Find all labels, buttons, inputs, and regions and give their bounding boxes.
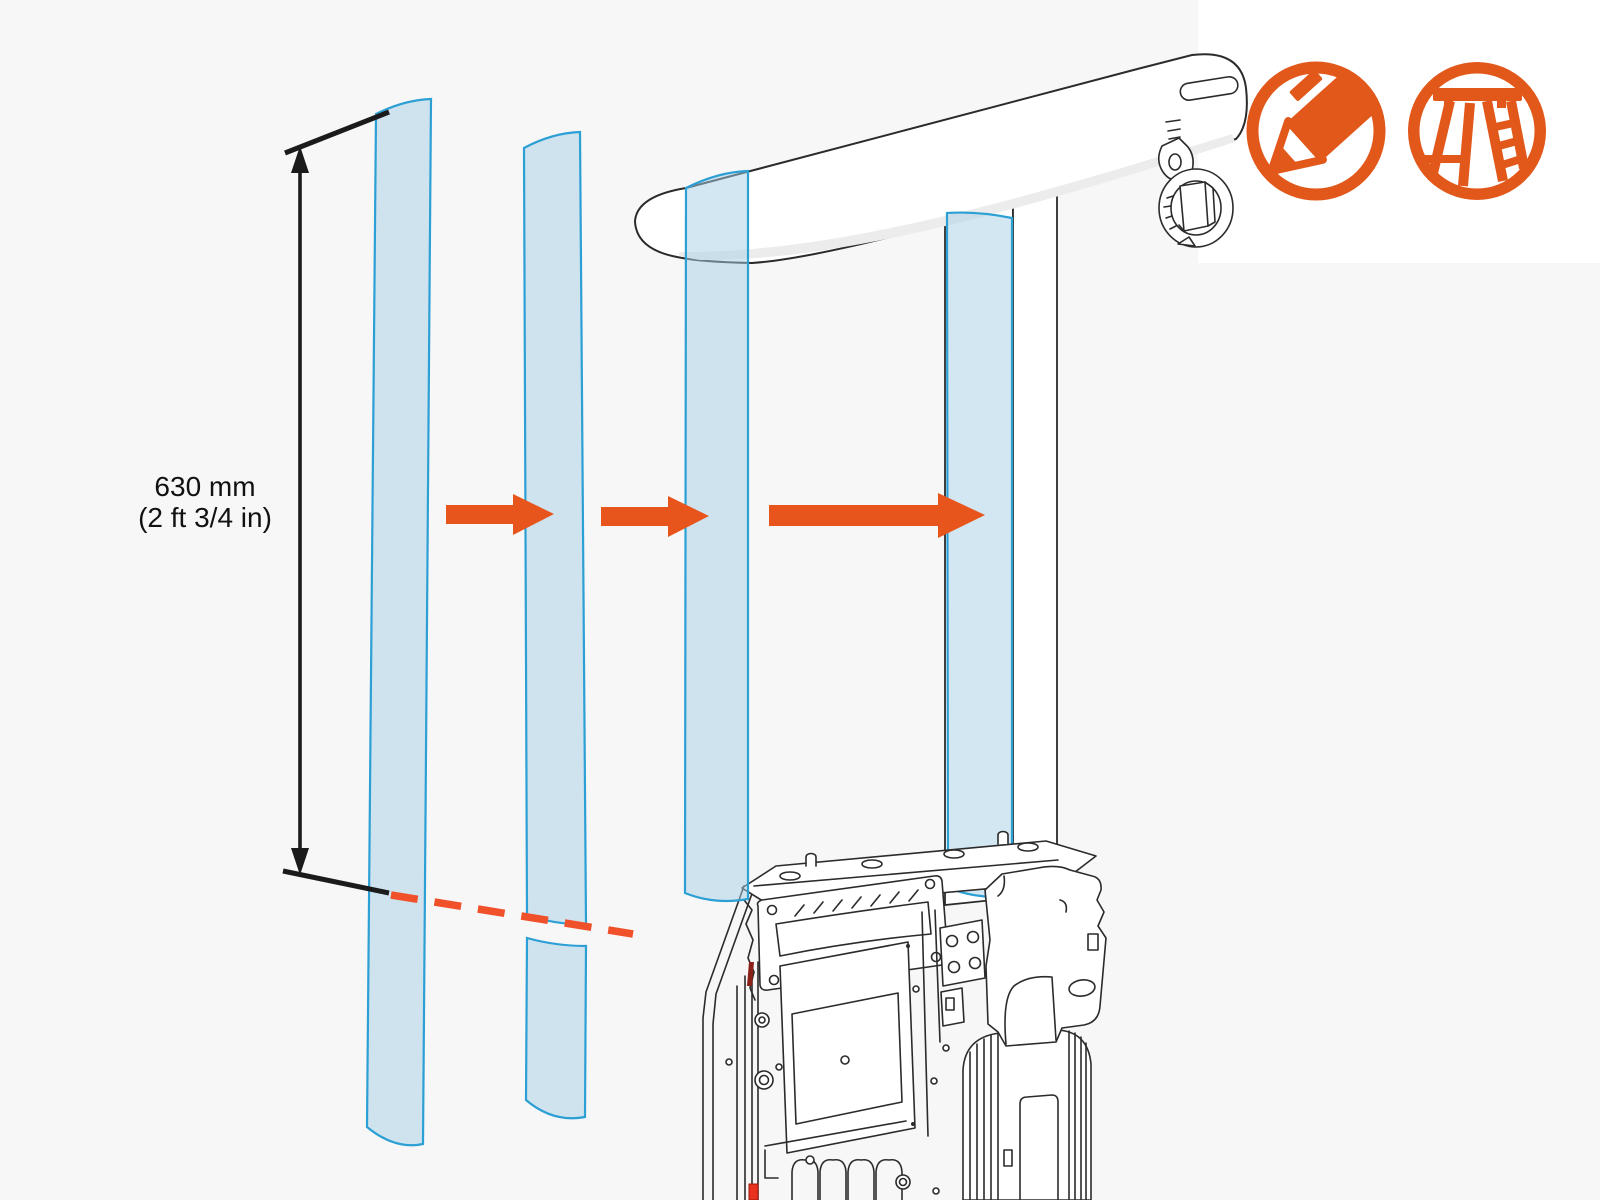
machine-door-window — [791, 992, 903, 1125]
dimension-tick-bottom — [282, 868, 390, 896]
tape-strip-4 — [945, 211, 1014, 899]
machine-cylinder-ribs-left — [969, 1032, 999, 1200]
machine-red-sliver — [747, 962, 754, 986]
machine-seam — [921, 909, 941, 1137]
machine-left-ribs — [736, 961, 759, 1200]
machine-cylinder-panel — [1019, 1094, 1059, 1200]
door-screw-dot — [906, 944, 910, 948]
deck-bolt — [1017, 842, 1039, 852]
machine-handle — [775, 901, 932, 957]
deck-bolt — [779, 871, 801, 881]
ladder-nub-right — [1497, 101, 1506, 108]
pencil-body — [1288, 66, 1384, 160]
crate-slat — [791, 1158, 819, 1200]
tape-strip-2-bottom — [524, 936, 588, 1120]
machine-dot — [932, 1187, 940, 1195]
machine-deck-crease — [753, 859, 1059, 887]
crate-bolt-inner — [898, 1177, 908, 1187]
deck-stud — [805, 852, 817, 867]
crane-beam — [633, 53, 1248, 265]
hinge-bolt — [947, 960, 961, 974]
machine-left-edge-outer — [702, 885, 745, 1200]
machine-cylinder-ribs-right — [1068, 1030, 1087, 1200]
cut-dashed-line — [390, 891, 634, 938]
tape-strip-2-top — [522, 130, 588, 926]
machine-left-edge-inner — [712, 887, 755, 1200]
hinge-latch-slot — [945, 997, 955, 1011]
machine-dot — [775, 1063, 783, 1071]
machine-dot — [930, 1077, 938, 1085]
dimension-label-metric: 630 mm — [154, 471, 255, 502]
crate-rail — [764, 1120, 907, 1147]
dimension-arrowhead-top — [291, 146, 309, 173]
dimension-tick-top — [284, 109, 390, 156]
machine-cylinder-notch — [1003, 1149, 1013, 1167]
crate-slat — [875, 1158, 903, 1200]
machine-knob-inner — [758, 1074, 770, 1086]
hinge-bolt — [966, 930, 980, 944]
hook-assembly — [1157, 119, 1234, 248]
ladder-rung-3 — [1497, 154, 1526, 170]
hook-shackle-hole — [1168, 153, 1182, 171]
ladder-top-bar — [1433, 88, 1522, 101]
dimension-label-imperial: (2 ft 3/4 in) — [138, 502, 272, 533]
machine-dot — [912, 985, 920, 993]
step-arrow-1 — [446, 494, 554, 535]
deck-stud — [997, 830, 1009, 845]
machine-red-block — [748, 1183, 759, 1200]
crate-slat — [847, 1158, 875, 1200]
dimension-arrowhead-bottom — [291, 848, 309, 875]
dimension-annotation — [282, 109, 390, 896]
vent-screw — [924, 878, 936, 890]
hook-teeth — [1163, 195, 1177, 230]
crate-screw — [805, 1155, 815, 1165]
hinge-latch — [940, 987, 965, 1027]
hook-block-side — [1178, 181, 1216, 232]
bracket-inner-curves — [997, 875, 1068, 1045]
pencil-tip-point — [1271, 146, 1297, 172]
machine-louvers — [794, 889, 919, 917]
hinge-bolt — [968, 956, 982, 970]
pencil-clip — [1289, 70, 1323, 101]
deck-bolt — [861, 859, 883, 869]
no-marking-pencil-icon — [1246, 61, 1386, 201]
bracket-oval — [1068, 979, 1096, 997]
deck-bolt — [943, 849, 965, 859]
hook-stud — [1165, 119, 1181, 148]
beam-slot — [1179, 75, 1239, 102]
vent-screw — [766, 904, 778, 916]
machine-knob-inner — [758, 1016, 766, 1024]
crate-slat — [819, 1158, 847, 1200]
mast-side-face — [1012, 190, 1058, 900]
hinge-bolt — [945, 934, 959, 948]
ladder-rung-1 — [1490, 118, 1519, 132]
step-arrow-2 — [601, 496, 709, 537]
ladder-mid-leg — [1458, 102, 1475, 187]
machine-dot — [942, 1044, 950, 1052]
machine-right-bracket — [984, 865, 1107, 1047]
machine-door — [779, 941, 916, 1154]
tape-strip-1 — [365, 97, 433, 1147]
step-ladder-icon — [1408, 62, 1546, 200]
hinge-plate — [939, 919, 986, 987]
hook-block — [1179, 181, 1209, 232]
hook-latch — [1177, 236, 1196, 247]
ladder-left-leg — [1425, 99, 1455, 188]
machine-dot — [725, 1058, 733, 1066]
tape-strips — [365, 97, 750, 1147]
lift-machine — [702, 830, 1107, 1200]
bracket-notch — [1087, 933, 1099, 951]
sequence-arrows — [446, 493, 985, 538]
door-center-hole — [840, 1055, 850, 1065]
crate-step — [764, 1149, 779, 1179]
ladder-rung-2 — [1493, 136, 1523, 151]
step-arrow-3 — [769, 493, 985, 538]
vent-screw — [768, 974, 780, 986]
tape-strip-3 — [683, 169, 750, 903]
door-screw-dot — [911, 1122, 915, 1126]
machine-cylinder — [962, 1029, 1092, 1200]
